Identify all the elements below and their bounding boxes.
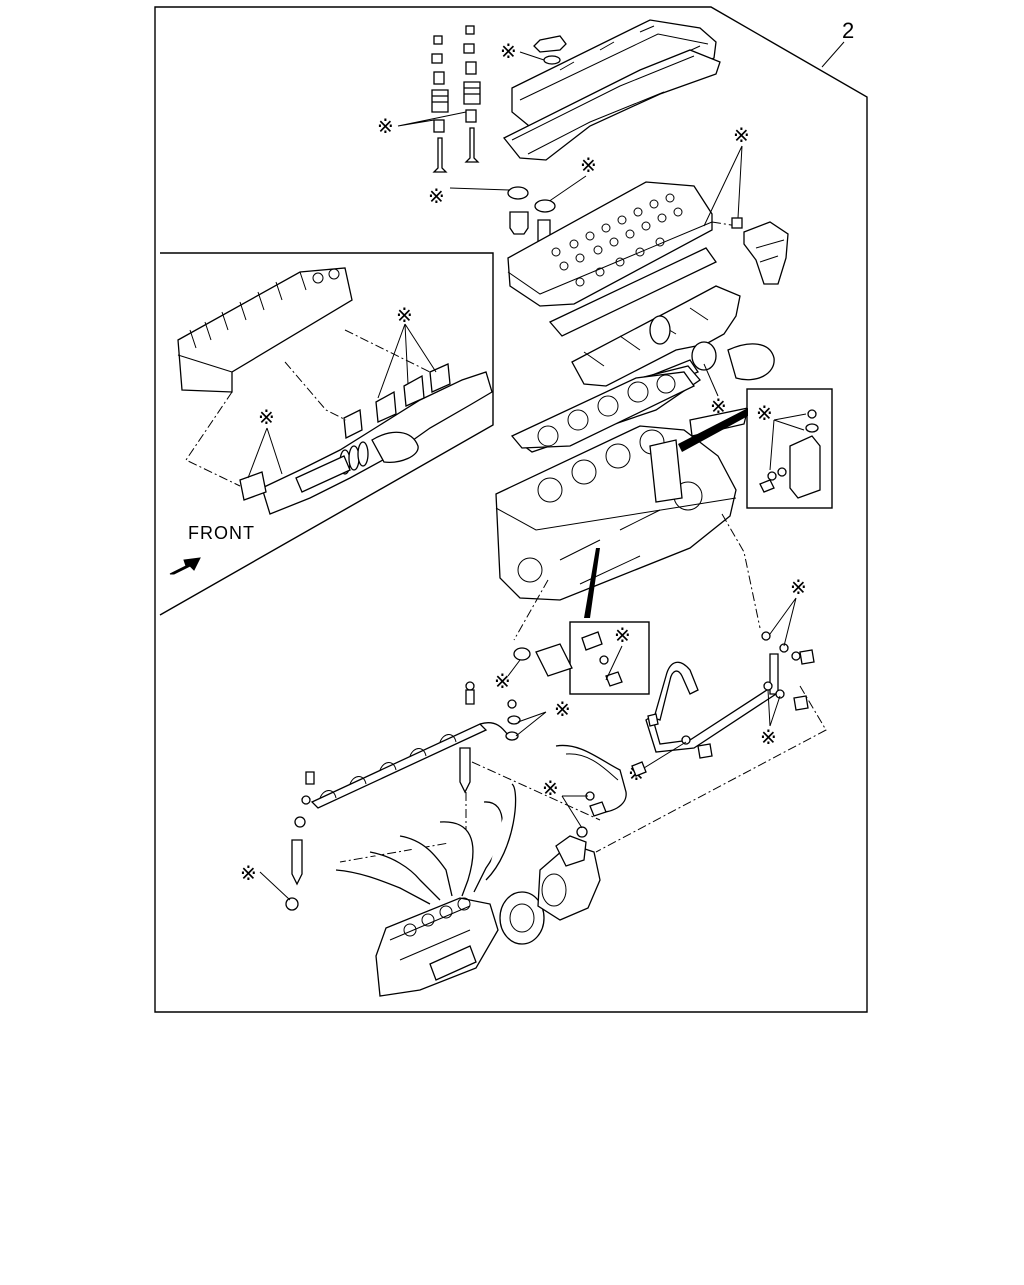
marker-symbol: ※ bbox=[760, 727, 777, 749]
marker-symbol: ※ bbox=[756, 403, 773, 425]
cylinder-head: ※ bbox=[507, 125, 789, 337]
front-label: FRONT bbox=[188, 523, 255, 543]
marker-symbol: ※ bbox=[500, 41, 517, 63]
rocker-cover bbox=[502, 19, 721, 161]
pointer-oil-switch bbox=[584, 548, 600, 618]
intake-manifold-inset: ※ ※ FRONT bbox=[159, 252, 494, 616]
high-pressure-pipes bbox=[335, 783, 517, 905]
oil-lines: ※ ※ ※ bbox=[595, 513, 827, 853]
marker-symbol: ※ bbox=[240, 863, 257, 885]
oil-filter-inset: ※ bbox=[746, 388, 833, 509]
marker-symbol: ※ bbox=[542, 778, 559, 800]
marker-symbol: ※ bbox=[790, 577, 807, 599]
inset-border bbox=[159, 252, 494, 616]
diagram-frame bbox=[154, 6, 868, 1013]
oil-switch-inset: ※ bbox=[569, 621, 650, 695]
head-gasket bbox=[510, 371, 695, 449]
item-number: 2 bbox=[842, 18, 854, 43]
front-arrow-icon bbox=[169, 557, 201, 575]
marker-symbol: ※ bbox=[396, 305, 413, 327]
marker-symbol: ※ bbox=[428, 186, 445, 208]
marker-symbol: ※ bbox=[580, 155, 597, 177]
marker-symbol: ※ bbox=[614, 625, 631, 647]
marker-symbol: ※ bbox=[554, 699, 571, 721]
inset-cylinder-head bbox=[177, 267, 353, 393]
fuel-injection-pump bbox=[375, 891, 545, 997]
supply-pump bbox=[537, 835, 601, 921]
marker-symbol: ※ bbox=[710, 396, 727, 418]
valve-components: ※ ※ ※ bbox=[377, 25, 597, 208]
fuel-leak-off-pipe: ※ bbox=[301, 681, 571, 809]
item-number-leader bbox=[821, 41, 845, 68]
marker-symbol: ※ bbox=[494, 671, 511, 693]
pointer-oil-filter bbox=[678, 408, 748, 452]
engine-block bbox=[495, 407, 749, 601]
marker-symbol: ※ bbox=[258, 407, 275, 429]
marker-symbol: ※ bbox=[377, 116, 394, 138]
marker-symbol: ※ bbox=[733, 125, 750, 147]
wiring-harness: ※ bbox=[542, 744, 647, 838]
